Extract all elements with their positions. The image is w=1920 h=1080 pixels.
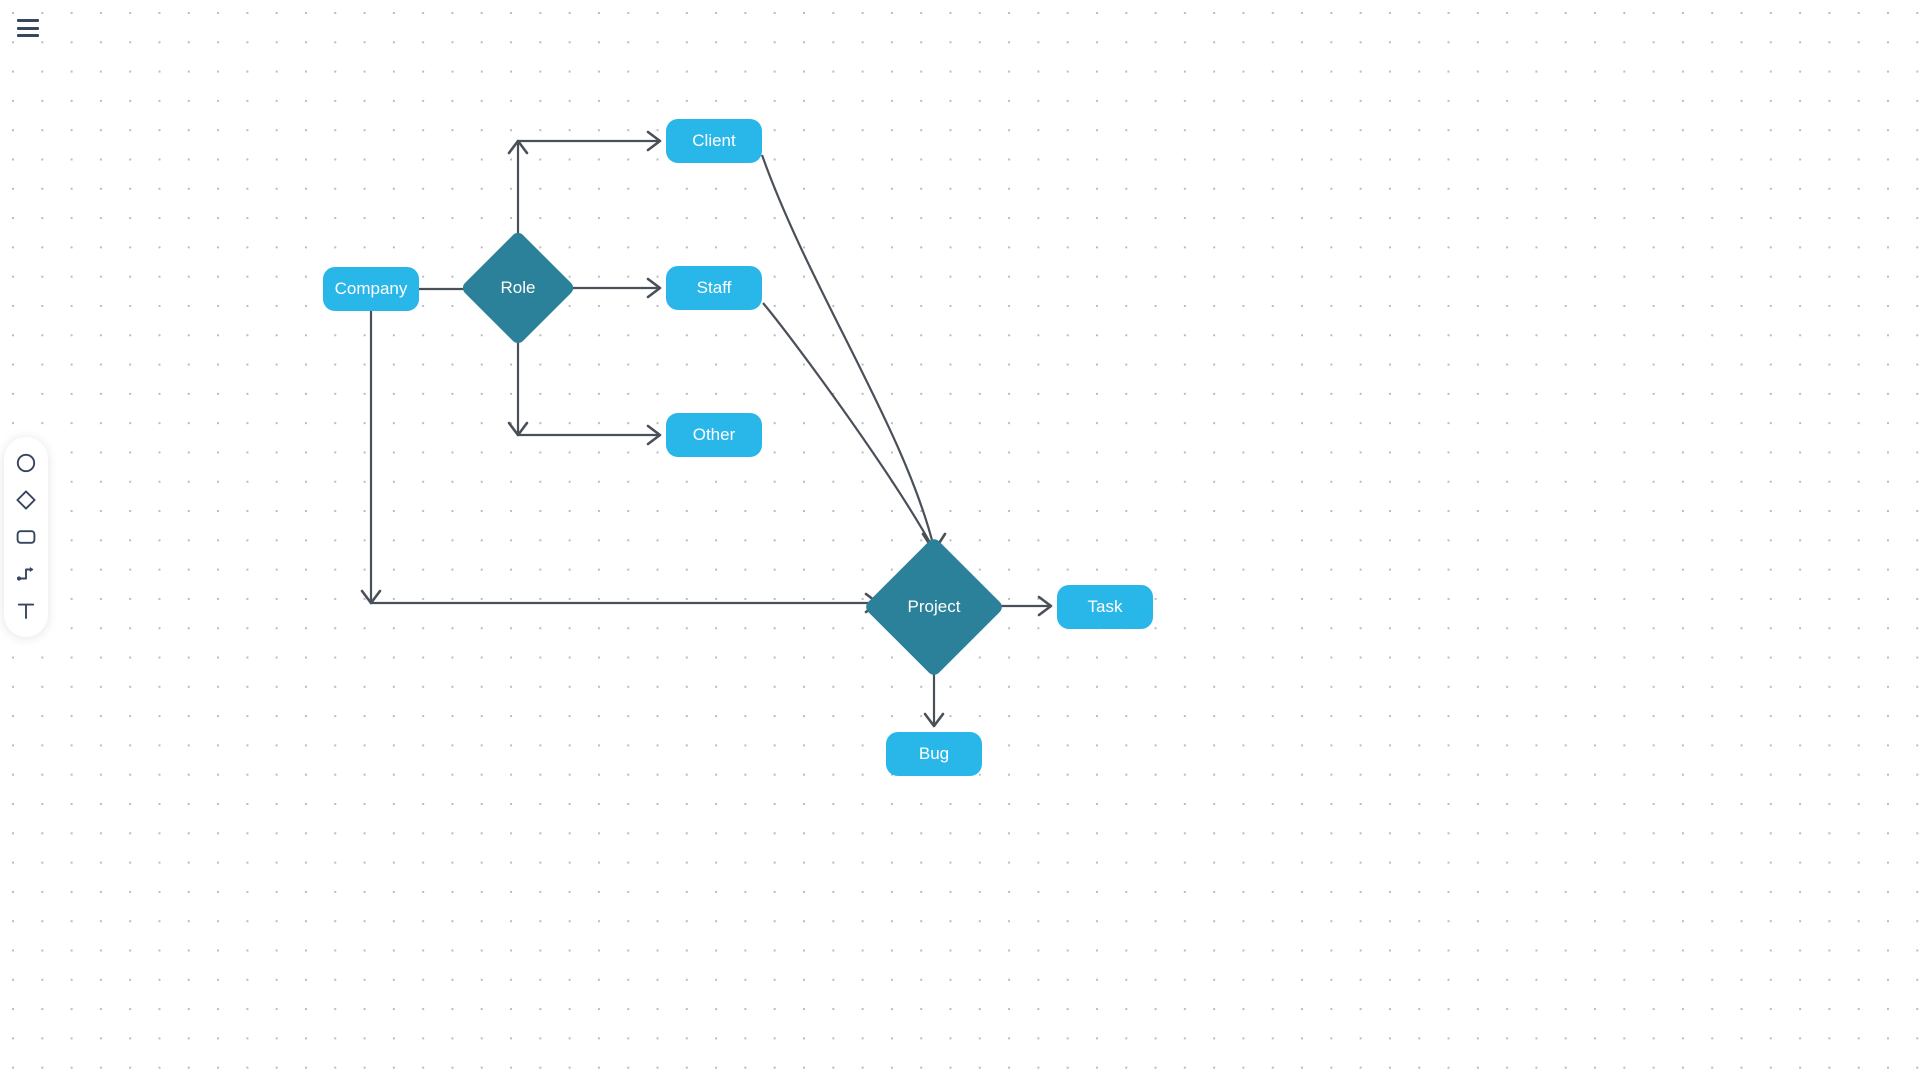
rectangle-icon xyxy=(15,526,37,548)
node-label: Project xyxy=(907,597,961,616)
connector-icon xyxy=(15,563,37,585)
node-label: Client xyxy=(692,131,736,150)
hamburger-menu-icon[interactable] xyxy=(10,10,46,46)
tool-rectangle[interactable] xyxy=(9,520,43,554)
node-staff[interactable]: Staff xyxy=(666,266,762,310)
hamburger-bar xyxy=(17,19,39,22)
node-label: Other xyxy=(692,425,736,444)
node-label: Staff xyxy=(696,278,732,297)
node-company[interactable]: Company xyxy=(323,267,419,311)
diamond-icon xyxy=(15,489,37,511)
tool-ellipse[interactable] xyxy=(9,446,43,480)
edge-role-client xyxy=(507,130,662,247)
edge-role-staff xyxy=(559,277,662,299)
edge-role-other xyxy=(507,329,662,446)
tool-diamond[interactable] xyxy=(9,483,43,517)
edge-staff-project xyxy=(762,302,947,553)
node-role[interactable]: Role xyxy=(460,230,576,346)
hamburger-bar xyxy=(17,34,39,37)
node-label: Task xyxy=(1087,597,1123,616)
node-task[interactable]: Task xyxy=(1057,585,1153,629)
tool-text[interactable] xyxy=(9,594,43,628)
circle-icon xyxy=(15,452,37,474)
node-bug[interactable]: Bug xyxy=(886,732,982,776)
hamburger-bar xyxy=(17,26,39,30)
node-client[interactable]: Client xyxy=(666,119,762,163)
edge-company-project xyxy=(360,311,880,614)
tool-connector[interactable] xyxy=(9,557,43,591)
text-icon xyxy=(15,600,37,622)
shape-toolbar xyxy=(4,437,48,637)
node-label: Role xyxy=(500,278,536,297)
node-project[interactable]: Project xyxy=(863,536,1005,678)
node-other[interactable]: Other xyxy=(666,413,762,457)
node-label: Bug xyxy=(918,744,950,763)
node-label: Company xyxy=(334,279,408,298)
edge-client-project xyxy=(760,154,936,549)
